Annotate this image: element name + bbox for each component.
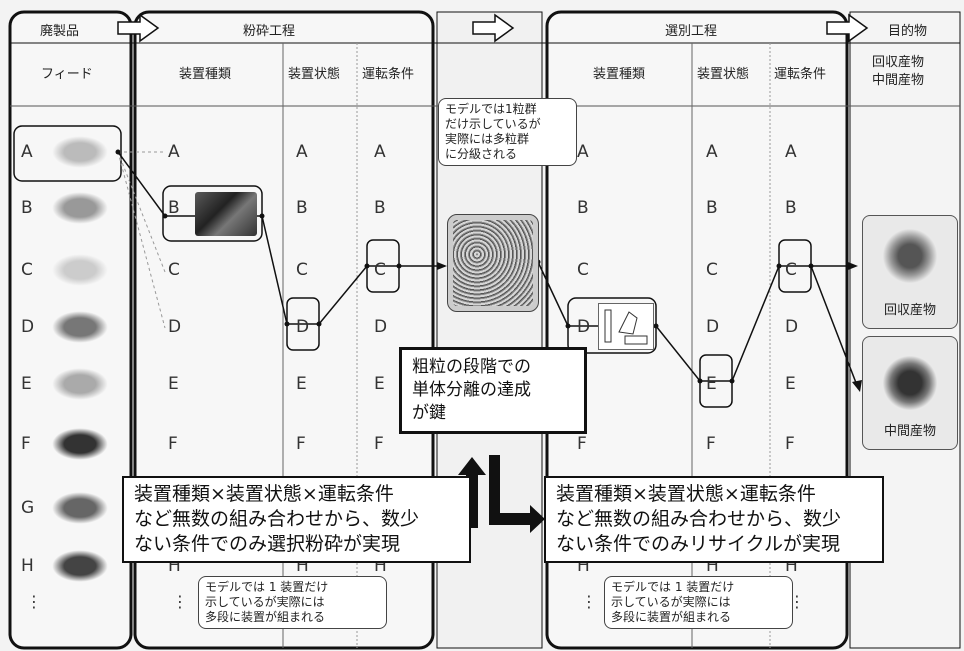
crush-state-letter-a: A	[296, 142, 308, 162]
recovered-product-label: 回収産物	[883, 303, 936, 318]
crush-condition-letter-b: B	[374, 198, 386, 218]
crush-state-letter-c: C	[296, 260, 308, 280]
crushing-summary-box: 装置種類×装置状態×運転条件 など無数の組み合わせから、数少 ない条件でのみ選択…	[122, 476, 471, 563]
feed-letter-b: B	[21, 198, 33, 218]
particle-photo-frame	[447, 214, 539, 312]
sort-state-letter-a: A	[706, 142, 718, 162]
sort-state-letter-f: F	[706, 434, 716, 454]
feed-letter-e: E	[21, 374, 32, 394]
feed-letter-c: C	[21, 260, 33, 280]
recovered-product-card: 回収産物	[862, 215, 958, 329]
sort-type-letter-f: F	[577, 434, 587, 454]
feed-letter-a: A	[21, 142, 33, 162]
down-right-arrow-icon	[489, 455, 545, 533]
stage-sorting-label: 選別工程	[665, 24, 718, 39]
recovered-product-image	[883, 228, 937, 284]
right-arrow-icon	[472, 13, 515, 43]
stage-waste-label: 廃製品	[40, 24, 80, 39]
feed-item-f-image	[52, 428, 108, 460]
sort-type-letter-d: D	[577, 317, 591, 337]
key-message-box: 粗粒の段階での 単体分離の達成 が鍵	[399, 347, 587, 434]
right-arrow-icon	[826, 13, 869, 43]
feed-letter-h: H	[21, 556, 34, 576]
stage-target-label: 目的物	[888, 24, 928, 39]
sort-type-letter-b: B	[577, 198, 589, 218]
sort-condition-letter-d: D	[785, 317, 799, 337]
feed-item-c-image	[52, 254, 108, 286]
crush-condition-letter-d: D	[374, 317, 388, 337]
crush-state-letter-f: F	[296, 434, 306, 454]
feed-letter-d: D	[21, 317, 35, 337]
subheader-sort-state: 装置状態	[697, 67, 750, 82]
crush-state-letter-b: B	[296, 198, 308, 218]
subheader-sort-condition: 運転条件	[774, 67, 827, 82]
intermediate-product-image	[883, 355, 937, 411]
particle-photo-icon	[453, 220, 533, 306]
sort-state-letter-e: E	[706, 374, 717, 394]
crush-state-letter-d: D	[296, 317, 310, 337]
feed-letter-f: F	[21, 434, 31, 454]
particle-note: モデルでは1粒群 だけ示しているが 実際には多粒群 に分級される	[438, 98, 577, 166]
sort-multi-device-note: モデルでは 1 装置だけ 示しているが実際には 多段に装置が組まれる	[604, 576, 793, 629]
feed-item-d-image	[52, 311, 108, 343]
subheader-intermediate: 中間産物	[872, 73, 925, 88]
stage-crushing-label: 粉砕工程	[243, 24, 296, 39]
sort-type-letter-c: C	[577, 260, 589, 280]
crush-condition-letter-f: F	[374, 434, 384, 454]
sort-state-letter-b: B	[706, 198, 718, 218]
crush-type-more-dots: ⋮	[172, 592, 188, 611]
crush-condition-letter-e: E	[374, 374, 385, 394]
crusher-photo-icon	[195, 192, 257, 236]
crush-condition-letter-c: C	[374, 260, 386, 280]
sort-state-letter-d: D	[706, 317, 720, 337]
sort-condition-letter-a: A	[785, 142, 797, 162]
intermediate-product-card: 中間産物	[862, 336, 958, 450]
sort-condition-letter-b: B	[785, 198, 797, 218]
sorting-summary-box: 装置種類×装置状態×運転条件 など無数の組み合わせから、数少 ない条件でのみリサ…	[544, 476, 884, 563]
sort-type-letter-a: A	[577, 142, 589, 162]
feed-item-a-image	[52, 136, 108, 168]
crush-type-letter-d: D	[168, 317, 182, 337]
crush-state-letter-e: E	[296, 374, 307, 394]
crush-condition-letter-a: A	[374, 142, 386, 162]
intermediate-product-label: 中間産物	[883, 424, 936, 439]
sort-condition-letter-e: E	[785, 374, 796, 394]
sort-condition-letter-f: F	[785, 434, 795, 454]
sort-state-letter-c: C	[706, 260, 718, 280]
feed-letter-g: G	[21, 498, 35, 518]
feed-item-g-image	[52, 492, 108, 524]
subheader-sort-type: 装置種類	[593, 67, 646, 82]
crush-type-letter-c: C	[168, 260, 180, 280]
sort-condition-letter-c: C	[785, 260, 797, 280]
subheader-crush-type: 装置種類	[179, 67, 232, 82]
subheader-recovered: 回収産物	[872, 55, 925, 70]
right-arrow-icon	[117, 13, 160, 43]
crush-type-letter-e: E	[168, 374, 179, 394]
crush-multi-device-note: モデルでは 1 装置だけ 示しているが実際には 多段に装置が組まれる	[198, 576, 387, 629]
feed-item-b-image	[52, 192, 108, 224]
feed-item-h-image	[52, 550, 108, 582]
feed-item-e-image	[52, 368, 108, 400]
crush-type-letter-b: B	[168, 198, 180, 218]
subheader-crush-condition: 運転条件	[362, 67, 415, 82]
crush-type-letter-a: A	[168, 142, 180, 162]
subheader-crush-state: 装置状態	[288, 67, 341, 82]
feed-more-dots: ⋮	[26, 592, 42, 611]
sort-type-more-dots: ⋮	[581, 592, 597, 611]
crush-type-letter-f: F	[168, 434, 178, 454]
sort-condition-more-dots: ⋮	[789, 592, 805, 611]
sorter-device-icon	[598, 303, 654, 350]
subheader-feed: フィード	[41, 67, 93, 82]
up-arrow-icon	[458, 457, 486, 528]
